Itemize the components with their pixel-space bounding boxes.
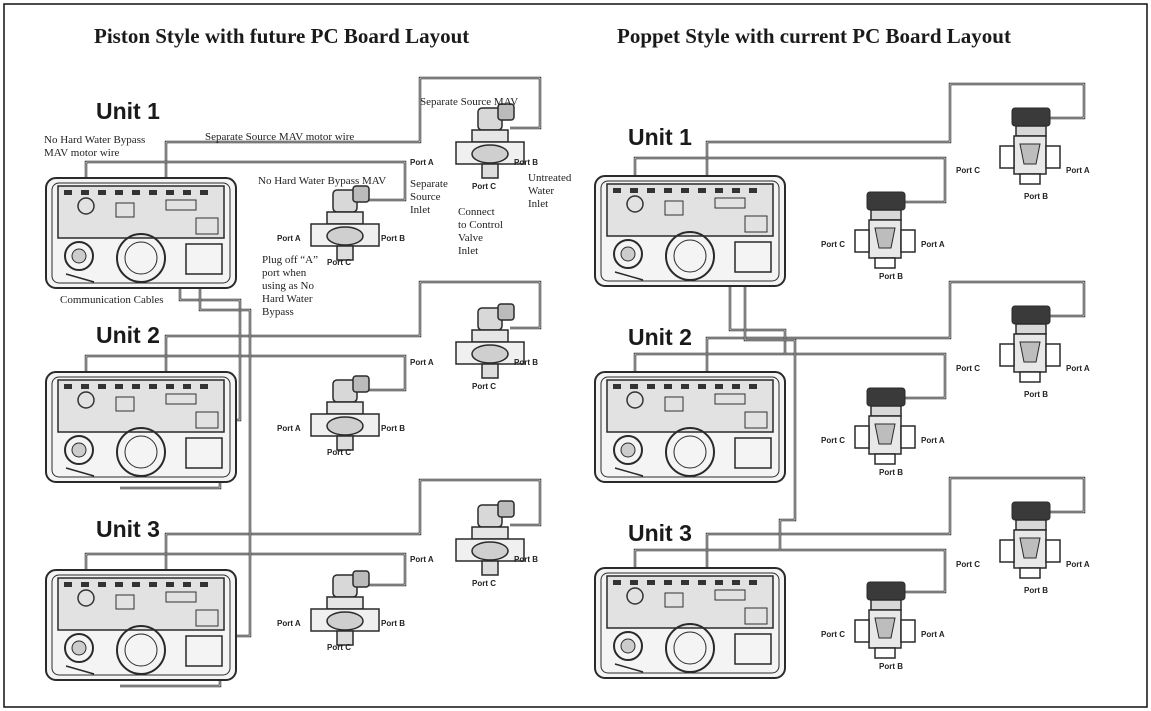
right-up-port-b-3: Port B [1024,586,1048,595]
left-unit-3-label: Unit 3 [96,516,160,542]
right-unit-1-label: Unit 1 [628,124,692,150]
left-unit-2-board [45,371,237,483]
separate-source-wire-label: Separate Source MAV motor wire [205,131,355,143]
untreated-water-inlet-label: Untreated Water Inlet [528,172,572,210]
right-up-port-a-2: Port A [1066,364,1090,373]
right-up-port-b-2: Port B [1024,390,1048,399]
left-sep-port-a-2: Port A [410,358,434,367]
right-lo-port-a-1: Port A [921,240,945,249]
right-up-port-a-1: Port A [1066,166,1090,175]
left-separate-source-mav-3 [455,500,525,576]
left-sep-port-c-2: Port C [472,382,496,391]
right-lower-valve-2 [854,387,916,465]
left-byp-port-b-1: Port B [381,234,405,243]
right-up-port-b-1: Port B [1024,192,1048,201]
left-bypass-mav-2 [310,375,380,451]
left-byp-port-a-1: Port A [277,234,301,243]
left-sep-port-b-2: Port B [514,358,538,367]
right-upper-valve-2 [999,305,1061,383]
right-lo-port-b-1: Port B [879,272,903,281]
right-unit-3-board [594,567,786,679]
left-unit-1-board [45,177,237,289]
right-unit-1-board [594,175,786,287]
right-upper-valve-1 [999,107,1061,185]
left-sep-port-c-1: Port C [472,182,496,191]
right-lo-port-a-2: Port A [921,436,945,445]
left-byp-port-b-2: Port B [381,424,405,433]
right-lower-valve-1 [854,191,916,269]
right-lo-port-c-1: Port C [821,240,845,249]
right-lo-port-b-3: Port B [879,662,903,671]
separate-source-inlet-label: Separate Source Inlet [410,178,448,216]
right-up-port-c-1: Port C [956,166,980,175]
left-sep-port-a-1: Port A [410,158,434,167]
right-up-port-c-2: Port C [956,364,980,373]
left-bypass-mav-1 [310,185,380,261]
no-hard-water-bypass-mav-label: No Hard Water Bypass MAV [258,175,387,187]
separate-source-mav-label: Separate Source MAV [420,96,519,108]
left-byp-port-a-2: Port A [277,424,301,433]
left-sep-port-b-3: Port B [514,555,538,564]
left-separate-source-mav-2 [455,303,525,379]
right-lo-port-a-3: Port A [921,630,945,639]
left-byp-port-c-3: Port C [327,643,351,652]
outer-border [3,3,1148,708]
left-unit-2-label: Unit 2 [96,322,160,348]
left-bypass-mav-3 [310,570,380,646]
left-byp-port-c-1: Port C [327,258,351,267]
right-unit-3-label: Unit 3 [628,520,692,546]
right-unit-2-board [594,371,786,483]
left-unit-1-label: Unit 1 [96,98,160,124]
left-byp-port-c-2: Port C [327,448,351,457]
left-sep-port-b-1: Port B [514,158,538,167]
right-upper-valve-3 [999,501,1061,579]
right-lo-port-b-2: Port B [879,468,903,477]
right-section-title: Poppet Style with current PC Board Layou… [617,24,1011,48]
left-section-title: Piston Style with future PC Board Layout [94,24,470,48]
no-hard-water-bypass-wire-label: No Hard Water Bypass MAV motor wire [44,134,146,159]
valves [310,103,1061,659]
control-boards [45,175,786,681]
left-byp-port-b-3: Port B [381,619,405,628]
communication-cables-label: Communication Cables [60,294,164,306]
left-unit-3-board [45,569,237,681]
left-sep-port-a-3: Port A [410,555,434,564]
plug-off-label: Plug off “A” port when using as No Hard … [262,254,319,318]
right-up-port-a-3: Port A [1066,560,1090,569]
left-sep-port-c-3: Port C [472,579,496,588]
right-unit-2-label: Unit 2 [628,324,692,350]
right-lo-port-c-3: Port C [821,630,845,639]
right-lo-port-c-2: Port C [821,436,845,445]
right-lower-valve-3 [854,581,916,659]
connect-control-valve-label: Connect to Control Valve Inlet [458,206,503,257]
motor-wires [84,76,1086,688]
left-separate-source-mav-1 [455,103,525,179]
left-byp-port-a-3: Port A [277,619,301,628]
right-up-port-c-3: Port C [956,560,980,569]
